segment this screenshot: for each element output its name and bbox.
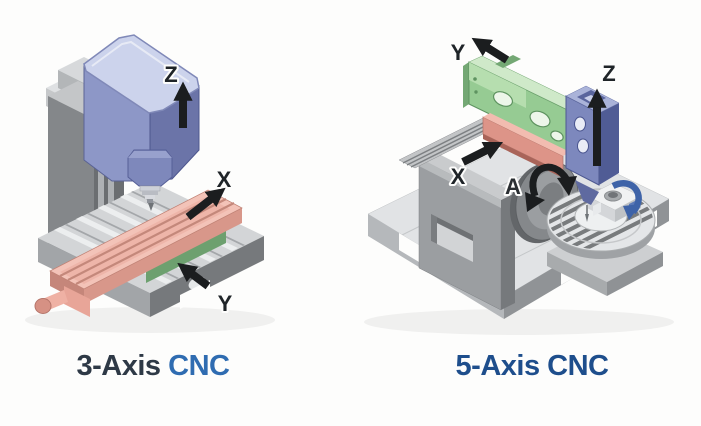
y-axis-arrow [177,262,211,290]
caption-3axis-suffix: CNC [168,350,230,382]
y-axis-label: Y [451,40,466,65]
handwheel-cap [34,298,52,314]
spindle-cone [575,180,599,205]
a-axis-label: A [505,174,521,199]
cnc-3axis-figure: Z X Y [0,0,350,340]
caption-5axis: 5-Axis CNC [357,350,701,383]
z-axis-label: Z [602,61,615,86]
cnc-5axis-illustration: Y Z X A [364,37,674,335]
column-wall [418,151,515,311]
y-axis-arrow [471,37,510,64]
spindle-nose [127,149,173,211]
caption-3axis: 3-Axis CNC [0,350,328,383]
cnc-5axis-figure: Y Z X A [351,0,701,340]
caption-5axis-text: 5-Axis CNC [455,350,609,382]
x-axis-arrow [461,141,504,166]
tool-tip [148,203,154,211]
x-axis-label: X [451,164,466,189]
y-axis-label: Y [218,291,233,316]
wall-window [431,214,473,262]
ground-shadow [364,309,674,335]
c-axis-rotation-arrow [611,180,642,220]
cnc-3axis-illustration: Z X Y [25,34,275,333]
caption-3axis-prefix: 3-Axis [76,350,162,382]
a-axis-rotation-arrow [525,163,577,212]
z-axis-label: Z [164,62,177,87]
x-axis-label: X [217,167,232,192]
x-axis-arrow [185,187,226,221]
handwheel-boss [64,286,90,317]
